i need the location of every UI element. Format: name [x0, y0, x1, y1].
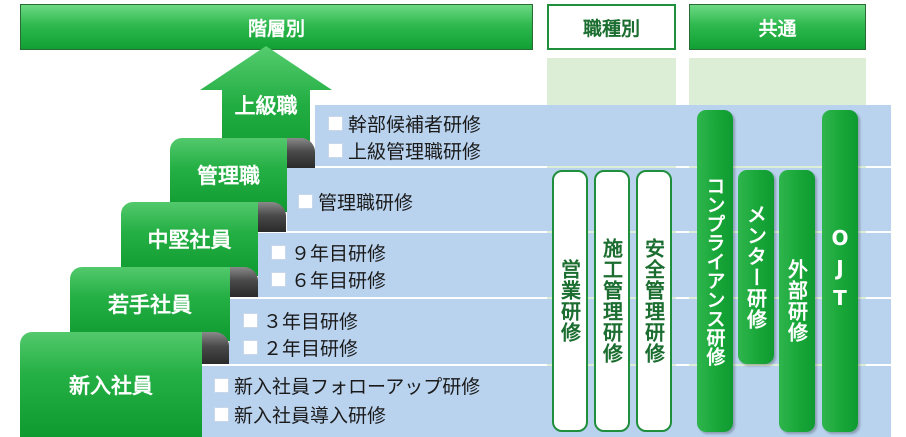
- training-year3-label: ３年目研修: [263, 311, 359, 333]
- checkbox-icon: [298, 194, 313, 209]
- level-new-label: 新入社員: [69, 373, 153, 398]
- header-common: 共通: [689, 4, 866, 50]
- training-candidate-label: 幹部候補者研修: [348, 114, 482, 136]
- training-followup: 新入社員フォローアップ研修: [214, 372, 480, 399]
- training-senior-mgmt-label: 上級管理職研修: [348, 141, 482, 163]
- header-hierarchy-label: 階層別: [247, 17, 305, 40]
- training-intro: 新入社員導入研修: [214, 401, 386, 428]
- common-mentor: メンター研修: [738, 170, 774, 364]
- training-year6: ６年目研修: [271, 266, 386, 293]
- header-common-label: 共通: [758, 17, 797, 40]
- training-year9: ９年目研修: [271, 239, 386, 266]
- header-hierarchy: 階層別: [20, 4, 533, 50]
- checkbox-icon: [271, 245, 286, 260]
- common-external-label: 外部研修: [784, 259, 809, 343]
- row-new: [201, 366, 891, 437]
- training-followup-label: 新入社員フォローアップ研修: [234, 376, 481, 398]
- header-job-type: 職種別: [547, 4, 676, 50]
- checkbox-icon: [328, 143, 343, 158]
- step-side-new: [199, 332, 229, 364]
- training-year2-label: ２年目研修: [263, 338, 359, 360]
- step-side-midlevel: [256, 202, 286, 232]
- job-type-safety: 安全管理研修: [636, 170, 672, 432]
- job-type-sales-label: 営業研修: [557, 259, 582, 343]
- common-ojt: OJT: [822, 110, 858, 432]
- checkbox-icon: [243, 313, 258, 328]
- level-young: 若手社員: [70, 267, 230, 341]
- level-midlevel-label: 中堅社員: [147, 228, 232, 252]
- step-side-young: [228, 267, 258, 297]
- level-midlevel: 中堅社員: [121, 202, 258, 276]
- level-new: 新入社員: [20, 332, 202, 437]
- training-mgmt: 管理職研修: [298, 188, 413, 215]
- training-year3: ３年目研修: [243, 307, 358, 334]
- step-side-manager: [285, 138, 315, 168]
- checkbox-icon: [214, 407, 229, 422]
- training-year2: ２年目研修: [243, 334, 358, 361]
- training-year6-label: ６年目研修: [291, 270, 387, 292]
- common-ojt-label: OJT: [828, 226, 852, 316]
- common-mentor-label: メンター研修: [743, 204, 768, 330]
- level-manager-label: 管理職: [197, 164, 260, 188]
- common-compliance-label: コンプライアンス研修: [703, 176, 726, 366]
- arrow-up-icon: [200, 46, 332, 164]
- row-senior: [315, 105, 891, 166]
- training-intro-label: 新入社員導入研修: [234, 405, 387, 427]
- training-mgmt-label: 管理職研修: [318, 192, 414, 214]
- common-external: 外部研修: [779, 170, 815, 432]
- training-candidate: 幹部候補者研修: [328, 110, 481, 137]
- checkbox-icon: [214, 378, 229, 393]
- header-job-type-label: 職種別: [582, 17, 640, 40]
- training-senior-mgmt: 上級管理職研修: [328, 137, 481, 164]
- job-type-construction: 施工管理研修: [594, 170, 630, 432]
- level-senior: 上級職: [234, 94, 298, 118]
- checkbox-icon: [271, 272, 286, 287]
- job-type-safety-label: 安全管理研修: [641, 238, 666, 364]
- level-young-label: 若手社員: [108, 293, 192, 317]
- training-year9-label: ９年目研修: [291, 243, 387, 265]
- checkbox-icon: [243, 340, 258, 355]
- job-type-construction-label: 施工管理研修: [599, 238, 624, 364]
- common-compliance: コンプライアンス研修: [697, 110, 733, 432]
- checkbox-icon: [328, 116, 343, 131]
- job-type-sales: 営業研修: [552, 170, 588, 432]
- level-manager: 管理職: [170, 138, 287, 212]
